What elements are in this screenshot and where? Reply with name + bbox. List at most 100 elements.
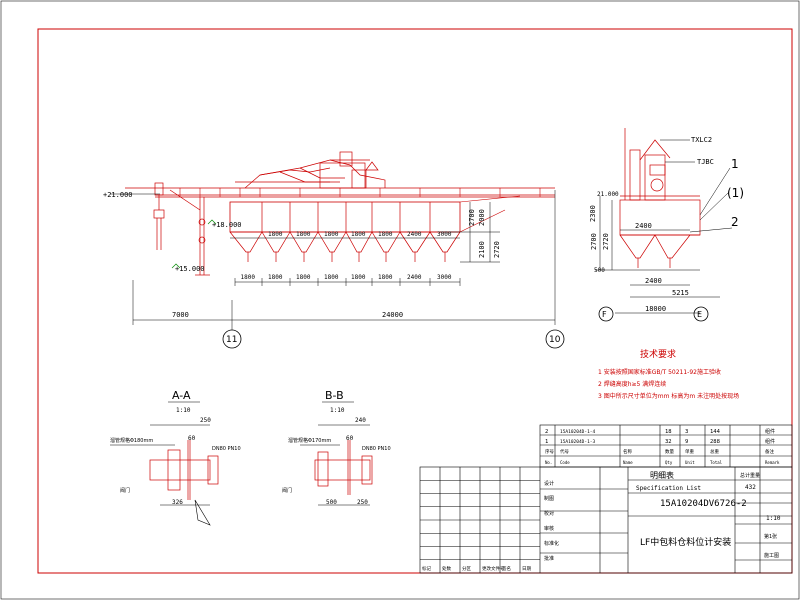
bottom-span-dim: 1800	[351, 274, 366, 281]
bottom-span-dim: 1800	[324, 274, 339, 281]
note-1: 1 安装按照国家标准GB/T 50211-92施工验收	[598, 368, 721, 376]
parts-header-en-cell: No.	[545, 460, 552, 465]
revision-column-header: 日期	[522, 566, 531, 572]
parts-row-qty: 18	[665, 429, 672, 435]
scale-value: 1:10	[766, 515, 781, 522]
approval-row-label: 标准化	[544, 540, 559, 547]
parts-header-en-cell: Remark	[765, 460, 780, 465]
bb-dim-top: 240	[355, 417, 366, 424]
section-aa: A-A 1:10 250 60 326 溜管规格Φ180mm DN80 PN10…	[110, 389, 241, 526]
axis-label-f: F	[602, 310, 607, 319]
vert-b-label: 2000	[478, 209, 486, 226]
parts-row-code: 15A10204D-1-4	[560, 429, 596, 435]
upper-span-dim: 1800	[378, 231, 393, 238]
aa-label-1: 溜管规格Φ180mm	[110, 437, 153, 444]
section-aa-scale: 1:10	[176, 407, 191, 414]
revision-column-header: 更改文件号	[482, 565, 505, 572]
parts-header-cell: 备注	[765, 448, 774, 455]
stage-value: 施工图	[764, 552, 779, 559]
main-elevation: +21.000 +18.000 +15.000 2700 2000 2100 2…	[103, 151, 565, 349]
note-3: 3 图中所示尺寸单位为mm 标高为m 未注明处按现场	[598, 392, 739, 400]
side-offset: 5215	[672, 289, 689, 297]
side-bottom: 2400	[645, 277, 662, 285]
elev-low-label: +15.000	[175, 265, 205, 273]
notes-title: 技术要求	[640, 348, 676, 360]
bottom-span-dim: 3000	[437, 274, 452, 281]
bottom-span-dim: 1800	[378, 274, 393, 281]
note-2: 2 焊缝高度h≥5 满焊连续	[598, 380, 666, 388]
axis-label-11: 11	[226, 335, 237, 345]
axis-label-10: 10	[549, 335, 561, 345]
parts-row-mass: 3	[685, 429, 688, 435]
section-aa-title: A-A	[172, 389, 191, 402]
drawing-number: 15A10204DV6726-2	[660, 499, 747, 509]
side-top: 2400	[635, 222, 652, 230]
revision-column-header: 签名	[502, 565, 511, 572]
drawing-frame	[37, 28, 793, 574]
parts-row-no: 2	[545, 429, 548, 435]
tech-notes: 技术要求 1 安装按照国家标准GB/T 50211-92施工验收 2 焊缝高度h…	[598, 348, 739, 400]
upper-span-dim: 1800	[296, 231, 311, 238]
parts-header-cell: 总重	[710, 448, 719, 455]
parts-header-cell: 数量	[665, 448, 674, 455]
tag-txlc2: TXLC2	[691, 136, 712, 144]
parts-header-cell: 名称	[623, 448, 632, 455]
axis-circle-f	[598, 306, 614, 322]
side-total: 18000	[645, 305, 666, 313]
parts-row-total: 144	[710, 429, 721, 435]
approval-row-label: 校对	[544, 510, 554, 517]
aa-dim-top: 250	[200, 417, 211, 424]
total-left-dim: 7000	[172, 311, 189, 319]
bottom-span-dim: 2400	[407, 274, 422, 281]
elev-mid-label: +18.000	[212, 221, 242, 229]
bin-box	[229, 201, 461, 233]
upper-span-dim: 1800	[324, 231, 339, 238]
total-right-dim: 24000	[382, 311, 403, 319]
sheet-value: 第1张	[764, 533, 777, 540]
bottom-span-dim: 1800	[268, 274, 283, 281]
parts-row-code: 15A10204D-1-3	[560, 439, 596, 445]
parts-header-en-cell: Total	[710, 460, 723, 465]
aa-label-3: 阀门	[120, 487, 130, 494]
upper-span-dim: 1800	[351, 231, 366, 238]
parts-row-qty: 32	[665, 439, 672, 445]
side-elevation: TXLC2 TJBC 1 (1) 2 21.000 2300 2700 2720…	[589, 128, 744, 322]
axis-label-e: E	[697, 310, 702, 319]
parts-row-mass: 9	[685, 439, 688, 445]
bb-dim-bot2: 250	[357, 499, 368, 506]
parts-header-en-cell: Qty	[665, 460, 673, 465]
callout-2: 2	[731, 215, 739, 229]
total-label: 总计重量	[740, 472, 760, 479]
bb-label-3: 阀门	[282, 487, 292, 494]
section-bb-scale: 1:10	[330, 407, 345, 414]
elev-left-label: +21.000	[103, 191, 133, 199]
section-bb-title: B-B	[325, 389, 344, 402]
upper-span-dim: 2400	[407, 231, 422, 238]
parts-title-en: Specification List	[636, 485, 701, 492]
tag-tjbc: TJBC	[697, 158, 714, 166]
approval-row-label: 审核	[544, 525, 554, 532]
callout-1-circle: (1)	[727, 186, 744, 200]
section-bb: B-B 1:10 240 60 500 250 溜管规格Φ170mm DN80 …	[282, 389, 391, 506]
parts-header-en-cell: Unit	[685, 460, 695, 465]
axis-circle-10	[545, 329, 565, 349]
bb-label-1: 溜管规格Φ170mm	[288, 437, 331, 444]
approval-row-label: 批准	[544, 555, 554, 562]
aa-dim-bot: 326	[172, 499, 183, 506]
total-value: 432	[745, 484, 756, 491]
aa-dim-mid: 60	[188, 435, 196, 442]
upper-span-dim: 1800	[268, 231, 283, 238]
vert-c-label: 2100	[478, 241, 486, 258]
side-v3: 2720	[602, 233, 610, 250]
side-elev: 21.000	[597, 191, 619, 198]
parts-header-en-cell: Code	[560, 460, 570, 465]
bb-label-2: DN80 PN10	[362, 446, 391, 452]
bottom-span-dim: 1800	[241, 274, 256, 281]
vert-a-label: 2700	[468, 209, 476, 226]
parts-row-no: 1	[545, 439, 548, 445]
side-v4: 500	[594, 267, 605, 274]
